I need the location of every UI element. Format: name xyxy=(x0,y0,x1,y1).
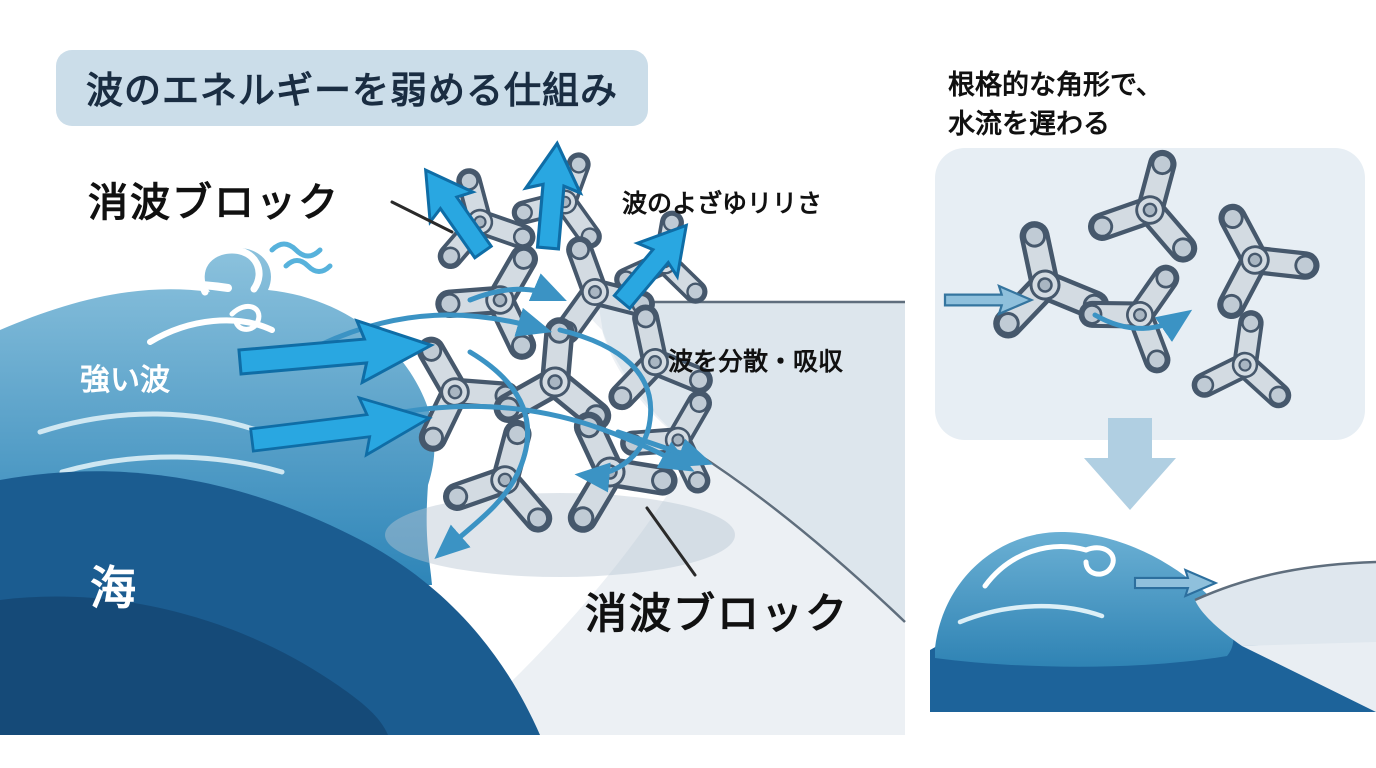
right-caption-line1: 根格的な角形で、 xyxy=(948,70,1163,100)
label-disperse-absorb: 波を分散・吸収 xyxy=(668,348,844,376)
label-block-top: 消波ブロック xyxy=(88,181,340,225)
pile-shadow xyxy=(385,493,735,577)
right-flow-arrows xyxy=(943,284,1193,342)
diagram-title-text: 波のエネルギーを弱める仕組み xyxy=(86,70,618,111)
down-arrow xyxy=(1084,418,1176,510)
label-block-bottom: 消波ブロック xyxy=(585,590,850,637)
label-pointer-lines xyxy=(390,200,697,577)
deep-sea xyxy=(0,471,540,735)
diagram-title: 波のエネルギーを弱める仕組み xyxy=(56,50,648,126)
water-squiggle xyxy=(269,241,333,274)
right-panel-caption: 根格的な角形で、 水流を遅わる xyxy=(948,66,1163,144)
label-strong-wave: 強い波 xyxy=(80,364,170,397)
flow-arrows xyxy=(317,273,714,559)
label-sea: 海 xyxy=(90,562,136,614)
result-scene xyxy=(930,531,1376,712)
label-splash: 波のよざゆリリさ xyxy=(622,190,823,218)
right-caption-line2: 水流を遅わる xyxy=(948,109,1110,140)
